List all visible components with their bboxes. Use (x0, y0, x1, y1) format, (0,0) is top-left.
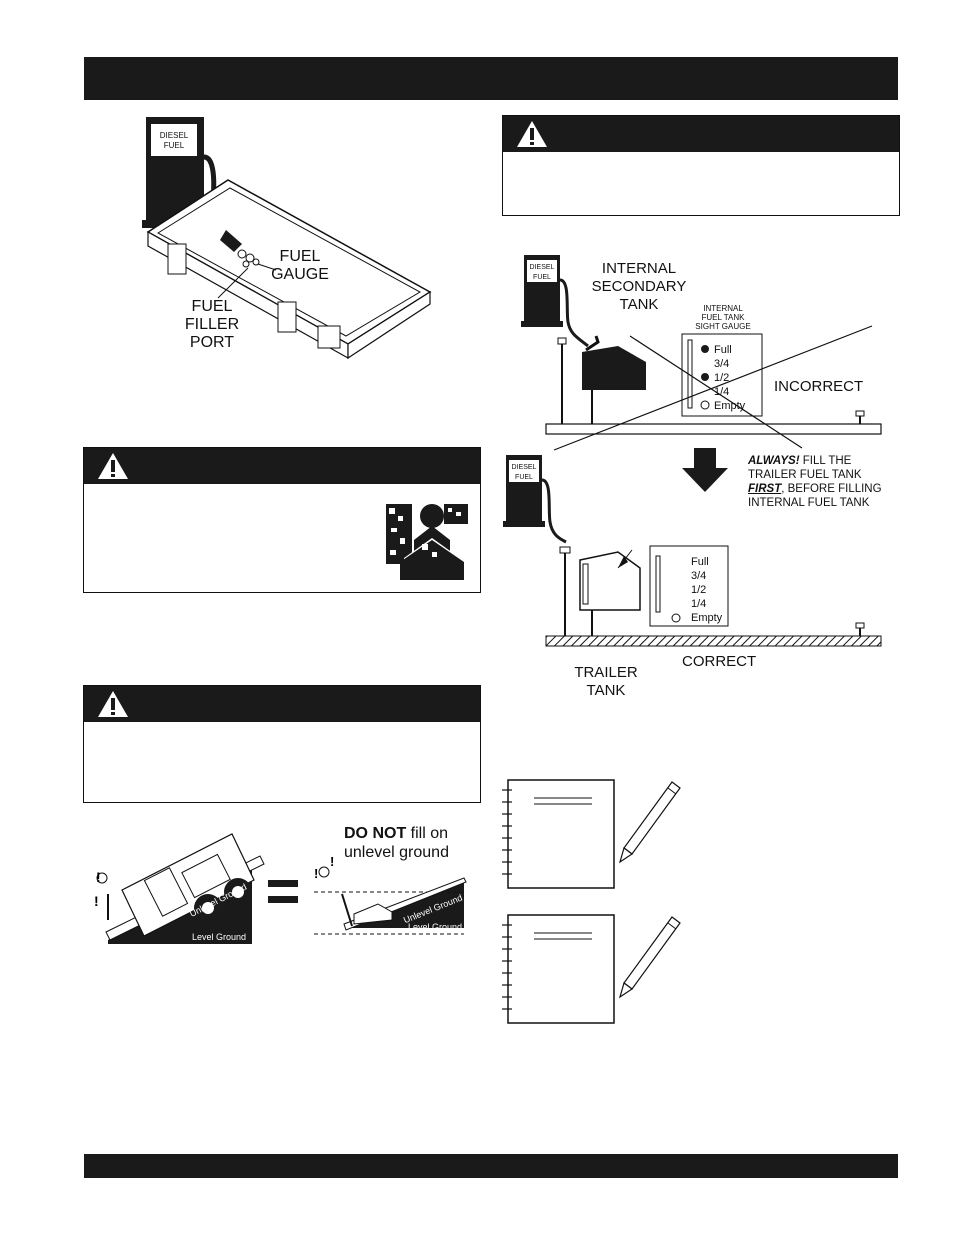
fuel-port-figure: DIESEL FUEL FUEL GAUGE FUEL FILLER PORT (138, 112, 438, 362)
svg-text:!: ! (330, 854, 334, 869)
unlevel-ground-illustration: ! ! ! ! (94, 833, 467, 944)
warning-box-tank-order (502, 115, 900, 216)
warning-body (84, 722, 480, 742)
footer-bar (84, 1154, 898, 1178)
tank-diagram (503, 255, 882, 647)
level-ground-label-left: Level Ground (192, 932, 247, 942)
svg-text:!: ! (94, 893, 99, 909)
warning-triangle-icon (98, 453, 128, 479)
warning-box-fumes (83, 447, 481, 593)
pump-top-label-2: FUEL (533, 274, 551, 281)
notebook-icon (502, 779, 615, 889)
incorrect-label: INCORRECT (774, 378, 864, 395)
notebook-figure-2 (498, 913, 688, 1025)
warning-box-level-ground (83, 685, 481, 803)
warning-triangle-icon (517, 121, 547, 147)
tank-fill-order-figure: DIESEL FUEL DIESEL FUEL INTERNAL SECONDA… (500, 250, 890, 700)
warning-header (503, 116, 899, 152)
svg-text:!: ! (96, 869, 101, 885)
sight-gauge-title: INTERNAL FUEL TANK SIGHT GAUGE (695, 304, 751, 331)
warning-body (503, 152, 899, 172)
do-not-fill-label: DO NOT fill on unlevel ground (344, 825, 449, 861)
correct-label: CORRECT (682, 653, 757, 670)
header-bar (84, 57, 898, 100)
always-fill-note: ALWAYS! FILL THE TRAILER FUEL TANK FIRST… (748, 455, 882, 509)
notebook-figure-1 (498, 778, 688, 890)
warning-header (84, 686, 480, 722)
warning-header (84, 448, 480, 484)
svg-text:!: ! (314, 866, 318, 881)
pump-label-line2: FUEL (163, 141, 185, 150)
pump-bottom-label-2: FUEL (515, 474, 533, 481)
notebook-icon (502, 914, 615, 1024)
fumes-hazard-icon (386, 504, 468, 580)
level-ground-label-right: Level Ground (408, 922, 463, 932)
internal-secondary-tank-label: INTERNAL SECONDARY TANK (591, 260, 687, 313)
pump-bottom-label-1: DIESEL (511, 464, 537, 471)
fuel-gauge-label: FUEL GAUGE (271, 248, 329, 283)
generator-deck-illustration (142, 117, 432, 360)
trailer-gauge-levels: Full 3/4 1/2 1/4 Empty (691, 556, 723, 624)
fuel-filler-port-label: FUEL FILLER PORT (184, 298, 240, 351)
unlevel-ground-figure: ! ! ! ! DO NOT fill on unlevel ground Un… (92, 820, 472, 950)
pencil-icon (618, 781, 681, 864)
warning-triangle-icon (98, 691, 128, 717)
pencil-icon (618, 916, 681, 999)
warning-body (84, 484, 382, 504)
pump-label-line1: DIESEL (159, 131, 189, 140)
trailer-tank-label: TRAILER TANK (574, 664, 638, 699)
internal-gauge-levels: Full 3/4 1/2 1/4 Empty (714, 344, 746, 412)
pump-top-label-1: DIESEL (529, 264, 555, 271)
